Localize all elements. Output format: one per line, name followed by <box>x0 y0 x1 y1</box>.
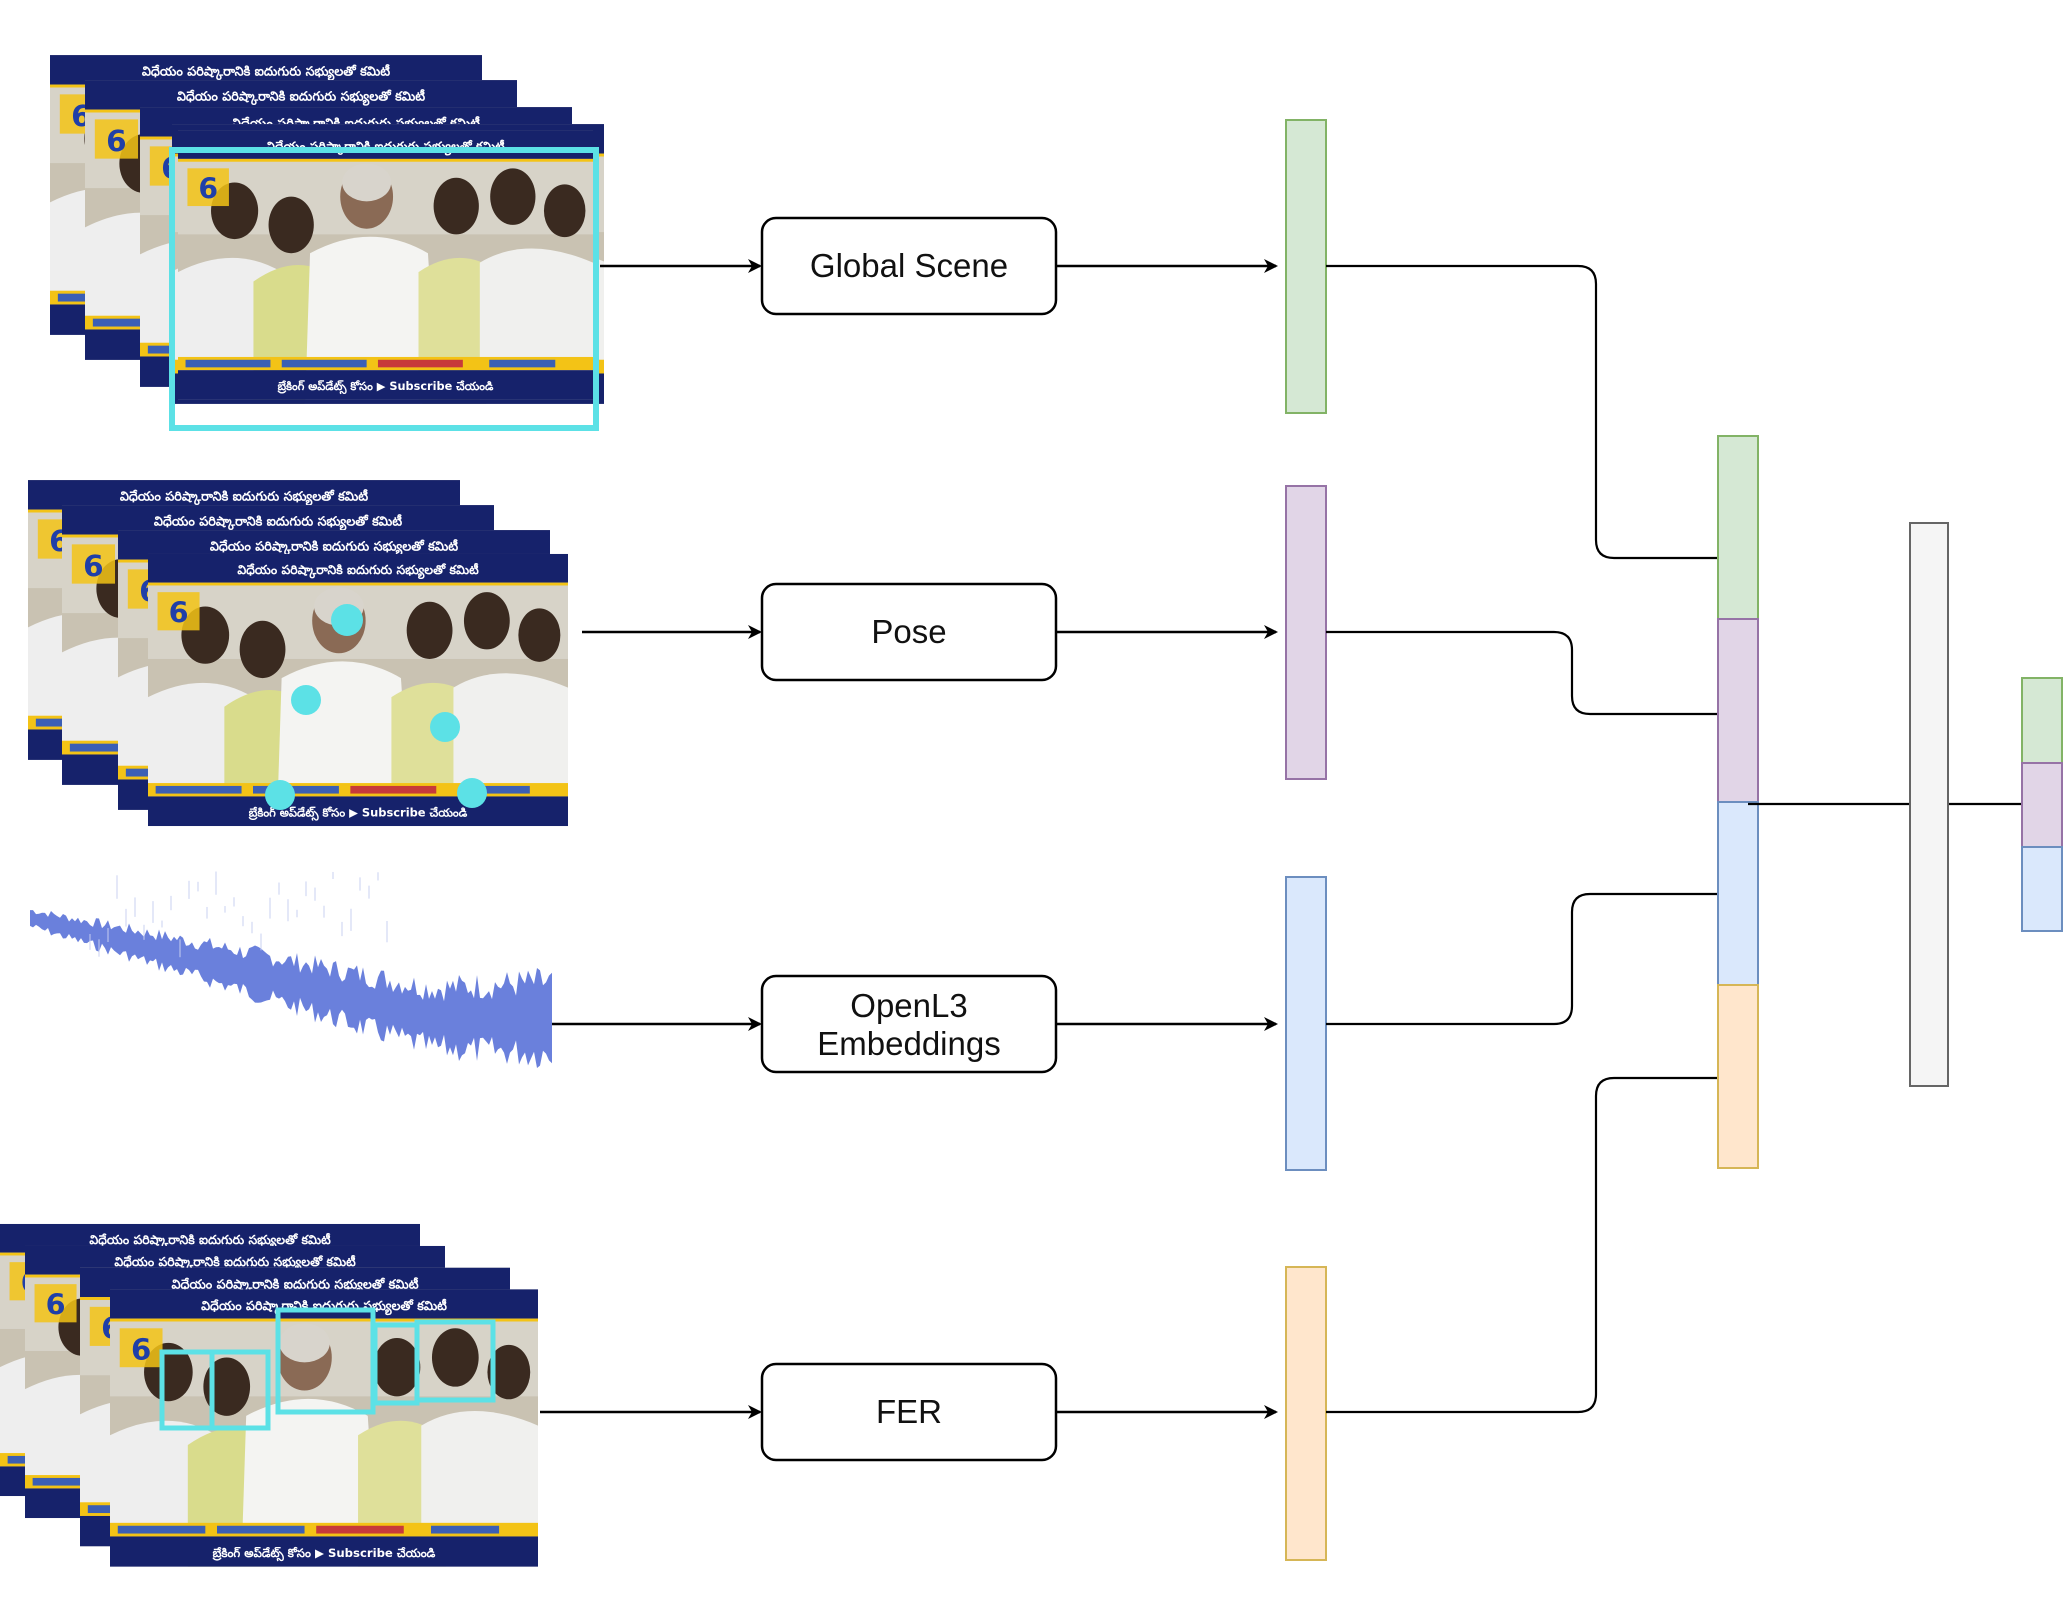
concat-segment-pose <box>1717 618 1759 803</box>
connector-audio <box>1326 892 1720 1026</box>
frame-stack-pose <box>28 480 568 827</box>
output-segment-pose <box>2021 762 2063 848</box>
module-openl3: OpenL3 Embeddings <box>760 974 1058 1074</box>
input-arrows <box>540 259 762 1419</box>
concat-segment-global-scene <box>1717 435 1759 620</box>
audio-waveform <box>30 871 552 1068</box>
module-global-scene-label: Global Scene <box>810 247 1008 284</box>
module-global-scene: Global Scene <box>760 216 1058 316</box>
pose-keypoint-hand-left <box>265 780 295 810</box>
hidden-layer <box>1909 522 1949 1087</box>
face-box-2 <box>209 1349 271 1431</box>
frame-stack-fer <box>0 1223 538 1567</box>
output-segment-global-scene <box>2021 677 2063 764</box>
connector-scene <box>1326 264 1720 560</box>
embedding-pose <box>1285 485 1327 780</box>
concat-connectors <box>1326 264 1720 1414</box>
pose-keypoint-hand-right <box>457 778 487 808</box>
concat-segment-openl3 <box>1717 801 1759 986</box>
module-openl3-label-line1: OpenL3 <box>850 987 967 1024</box>
pose-keypoint-shoulder-right <box>430 712 460 742</box>
embedding-global-scene <box>1285 119 1327 414</box>
module-arrows <box>1056 259 1278 1419</box>
embedding-openl3 <box>1285 876 1327 1171</box>
module-openl3-label-line2: Embeddings <box>817 1025 1000 1062</box>
module-pose-label: Pose <box>871 613 946 650</box>
module-pose: Pose <box>760 582 1058 682</box>
output-vector <box>2021 677 2063 932</box>
pose-keypoints <box>265 604 487 810</box>
face-boxes <box>159 1307 496 1431</box>
module-fer-label: FER <box>876 1393 942 1430</box>
concat-segment-fer <box>1717 984 1759 1169</box>
face-box-5 <box>414 1319 496 1403</box>
concatenated-vector <box>1717 435 1759 1169</box>
connector-pose <box>1326 630 1720 716</box>
frame-stack-global-scene <box>50 55 604 431</box>
pose-keypoint-shoulder-left <box>291 685 321 715</box>
connector-fer <box>1326 1076 1720 1414</box>
embedding-fer <box>1285 1266 1327 1561</box>
module-fer: FER <box>760 1362 1058 1462</box>
pose-keypoint-head <box>331 604 363 636</box>
output-segment-openl3 <box>2021 846 2063 932</box>
scene-highlight-box <box>169 147 599 431</box>
